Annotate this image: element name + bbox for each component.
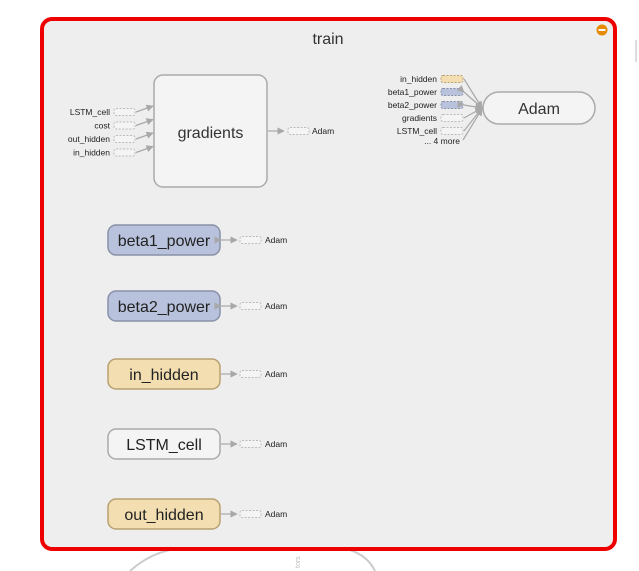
variable-node-lstm-cell[interactable]: LSTM_cell	[107, 428, 221, 460]
variable-node-beta2-power-stub	[239, 302, 262, 310]
variable-node-lstm-cell-target-label: Adam	[265, 439, 287, 449]
variable-node-beta2-power-target-label: Adam	[265, 301, 287, 311]
gradients-input-in-hidden-label: in_hidden	[73, 148, 110, 158]
variable-node-beta1-power[interactable]: beta1_power	[107, 224, 221, 256]
gradients-input-cost-edge	[135, 118, 154, 127]
svg-text:tors: tors	[295, 556, 302, 568]
adam-input-beta1-power-stub	[440, 88, 464, 96]
variable-node-beta1-power-target-label: Adam	[265, 235, 287, 245]
adam-input-beta2-power-stub	[440, 101, 464, 109]
group-title: train	[312, 31, 343, 48]
variable-node-lstm-cell-label: LSTM_cell	[126, 437, 202, 454]
gradients-input-lstm-cell-label: LSTM_cell	[70, 107, 110, 117]
gradients-output: Adam	[268, 126, 334, 136]
variable-node-in-hidden-stub	[239, 370, 262, 378]
variable-node-out-hidden-stub	[239, 510, 262, 518]
variable-node-beta1-power-stub	[239, 236, 262, 244]
gradients-input-cost-label: cost	[94, 121, 110, 131]
adam-input-lstm-cell-stub	[440, 127, 464, 135]
adam-more-inputs-edge	[462, 108, 483, 141]
adam-inputs: in_hidden beta1_power beta2_power gradients…	[388, 74, 483, 146]
adam-node-label: Adam	[518, 101, 560, 118]
gradients-input-cost-stub	[113, 121, 136, 130]
variable-node-beta1-power-label: beta1_power	[118, 233, 211, 250]
adam-node[interactable]: Adam	[482, 91, 596, 125]
gradients-node-label: gradients	[178, 125, 244, 142]
gradients-input-out-hidden-edge	[135, 131, 154, 140]
variable-node-in-hidden[interactable]: in_hidden	[107, 358, 221, 390]
variable-node-beta2-power[interactable]: beta2_power	[107, 290, 221, 322]
adam-input-lstm-cell-label: LSTM_cell	[397, 126, 437, 136]
gradients-output-label: Adam	[312, 126, 334, 136]
gradients-output-stub	[287, 127, 310, 135]
variable-node-out-hidden-label: out_hidden	[124, 507, 203, 524]
gradients-input-in-hidden-stub	[113, 148, 136, 157]
variable-node-lstm-cell-box	[107, 428, 221, 460]
adam-input-gradients-label: gradients	[402, 113, 437, 123]
gradients-input-lstm-cell-edge	[135, 104, 154, 113]
adam-input-in-hidden-stub	[440, 75, 464, 83]
gradients-input-lstm-cell-stub	[113, 108, 136, 116]
variable-node-out-hidden[interactable]: out_hidden	[107, 498, 221, 530]
variable-node-lstm-cell-stub	[239, 440, 262, 448]
minus-circle-icon[interactable]	[596, 24, 608, 36]
gradients-input-out-hidden-stub	[113, 135, 136, 143]
variable-node-beta2-power-label: beta2_power	[118, 299, 211, 316]
adam-input-beta1-power-label: beta1_power	[388, 87, 437, 97]
variable-node-in-hidden-box	[107, 358, 221, 390]
adam-input-in-hidden-label: in_hidden	[400, 74, 437, 84]
variable-node-in-hidden-label: in_hidden	[129, 367, 198, 384]
variable-node-in-hidden-target-label: Adam	[265, 369, 287, 379]
adam-input-gradients-stub	[440, 114, 464, 122]
gradients-node[interactable]: gradients	[153, 74, 268, 188]
variable-node-out-hidden-target-label: Adam	[265, 509, 287, 519]
variable-node-out-hidden-box	[107, 498, 221, 530]
gradients-input-out-hidden-label: out_hidden	[68, 134, 110, 144]
adam-input-beta2-power-label: beta2_power	[388, 100, 437, 110]
adam-more-inputs-label: ... 4 more	[424, 136, 460, 146]
gradients-input-in-hidden-edge	[135, 145, 154, 154]
